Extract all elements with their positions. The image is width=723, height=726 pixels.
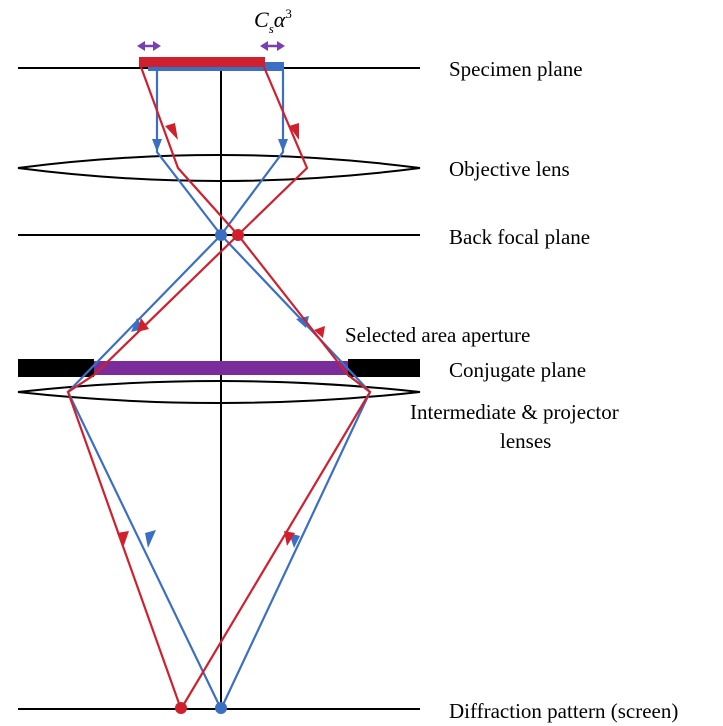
blue-arrowheads <box>131 139 309 548</box>
objective-lens <box>17 154 421 182</box>
aberration-arrows <box>137 41 285 51</box>
blue-arrow-lower-left <box>145 530 156 548</box>
bfp-red-point <box>232 229 244 241</box>
aperture-opening <box>94 361 348 375</box>
blue-arrow-spec-left <box>152 139 162 152</box>
red-arrow-bfp-right <box>314 326 325 338</box>
label-back-focal-plane: Back focal plane <box>449 225 590 249</box>
red-rays <box>66 66 372 710</box>
label-lenses: lenses <box>500 429 551 453</box>
red-arrow-lower-right <box>284 531 295 546</box>
blue-ray-right <box>219 71 372 710</box>
label-intermediate-projector: Intermediate & projector <box>410 400 619 424</box>
red-arrowheads <box>117 123 325 548</box>
bfp-blue-point <box>215 229 227 241</box>
screen-blue-point <box>215 702 227 714</box>
red-ray-right <box>66 66 309 710</box>
red-arrow-bfp-left <box>137 318 149 332</box>
label-conjugate-plane: Conjugate plane <box>449 358 586 382</box>
double-arrow-left <box>137 41 161 51</box>
aperture-blade-right <box>348 359 420 377</box>
red-arrow-spec-right <box>289 123 299 140</box>
blue-arrow-spec-right <box>278 139 288 152</box>
blue-ray-left <box>66 71 223 710</box>
aperture-blade-left <box>18 359 94 377</box>
blue-arrow-bfp-right <box>296 316 309 328</box>
screen-red-point <box>175 702 187 714</box>
red-arrow-lower-left <box>117 531 129 548</box>
label-specimen-plane: Specimen plane <box>449 57 583 81</box>
label-objective-lens: Objective lens <box>449 157 570 181</box>
specimen-red-bar <box>139 57 265 67</box>
red-ray-left <box>139 66 372 710</box>
blue-rays <box>66 71 372 710</box>
double-arrow-right <box>260 41 285 51</box>
label-selected-area-aperture: Selected area aperture <box>345 323 530 347</box>
red-arrow-spec-left <box>165 123 178 140</box>
label-diffraction-pattern: Diffraction pattern (screen) <box>449 699 678 723</box>
cs-alpha-cubed-label: Csα3 <box>254 6 292 36</box>
intermediate-projector-lens <box>17 380 421 404</box>
